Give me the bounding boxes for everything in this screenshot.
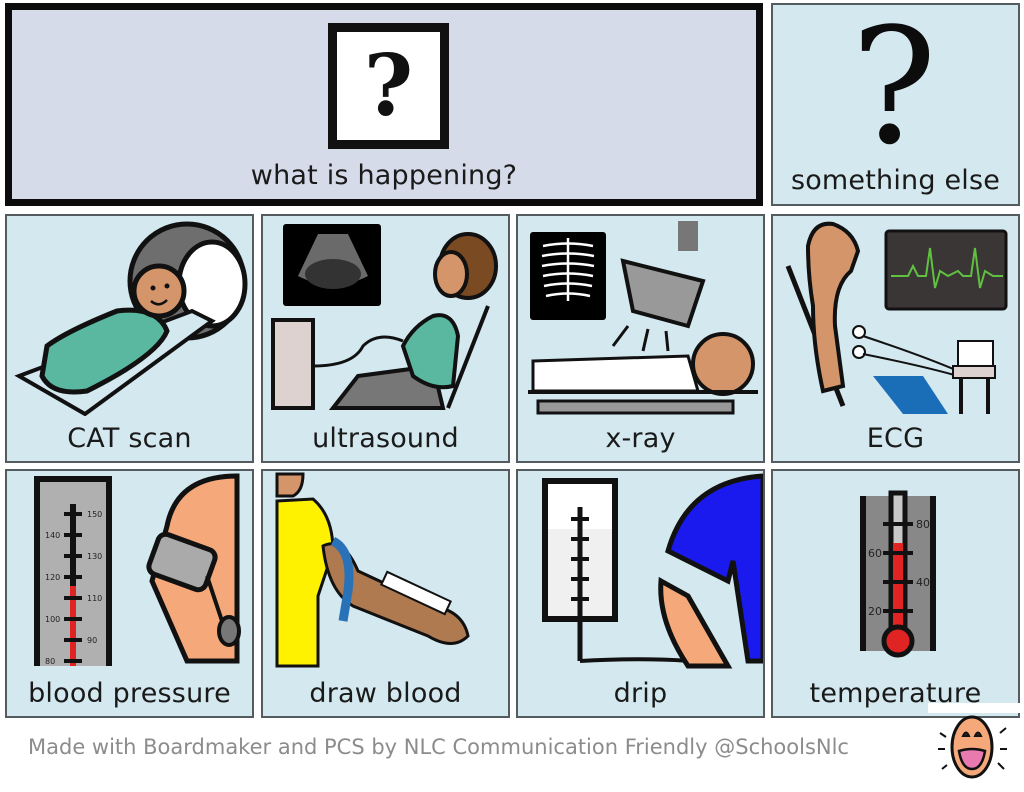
ultrasound-icon (271, 224, 498, 410)
svg-text:110: 110 (87, 594, 102, 603)
temperature-tile[interactable]: 80 60 40 20 temperature (771, 469, 1020, 718)
svg-text:140: 140 (45, 531, 60, 540)
cat-scan-icon (14, 221, 248, 416)
tile-label: x-ray (605, 423, 676, 454)
svg-text:120: 120 (45, 573, 60, 582)
tile-label: CAT scan (67, 423, 192, 454)
svg-text:80: 80 (916, 518, 930, 531)
drip-tile[interactable]: drip (516, 469, 765, 718)
what-is-happening-tile[interactable]: ? what is happening? (5, 3, 763, 206)
blood-pressure-icon: 150 140 130 120 110 100 90 80 (34, 473, 241, 666)
ecg-tile[interactable]: ECG (771, 214, 1020, 463)
question-box-icon: ? (328, 23, 449, 149)
svg-text:40: 40 (916, 576, 930, 589)
x-ray-tile[interactable]: x-ray (516, 214, 765, 463)
tile-label: ultrasound (312, 423, 459, 454)
cat-scan-tile[interactable]: CAT scan (5, 214, 254, 463)
svg-text:130: 130 (87, 552, 102, 561)
svg-text:90: 90 (87, 636, 97, 645)
draw-blood-tile[interactable]: draw blood (261, 469, 510, 718)
tile-label: ECG (866, 423, 925, 454)
something-else-tile[interactable]: ? something else (771, 3, 1020, 206)
tile-label: drip (613, 678, 668, 709)
tile-label: draw blood (309, 678, 462, 709)
svg-text:60: 60 (868, 547, 882, 560)
draw-blood-icon (275, 472, 470, 668)
drip-icon (542, 473, 763, 669)
svg-text:80: 80 (45, 657, 55, 666)
svg-text:150: 150 (87, 510, 102, 519)
tile-label: something else (790, 165, 1001, 196)
svg-text:20: 20 (868, 605, 882, 618)
ultrasound-tile[interactable]: ultrasound (261, 214, 510, 463)
thermometer-icon: 80 60 40 20 (860, 490, 936, 658)
tile-label: what is happening? (250, 160, 518, 191)
smiley-face-icon (928, 703, 1020, 779)
question-mark-icon: ? (851, 0, 937, 180)
tile-label: blood pressure (28, 678, 231, 709)
footer-credit: Made with Boardmaker and PCS by NLC Comm… (28, 735, 849, 759)
svg-text:100: 100 (45, 615, 60, 624)
blood-pressure-tile[interactable]: 150 140 130 120 110 100 90 80 blood pres… (5, 469, 254, 718)
ecg-icon (785, 221, 1008, 414)
x-ray-icon (528, 221, 758, 415)
